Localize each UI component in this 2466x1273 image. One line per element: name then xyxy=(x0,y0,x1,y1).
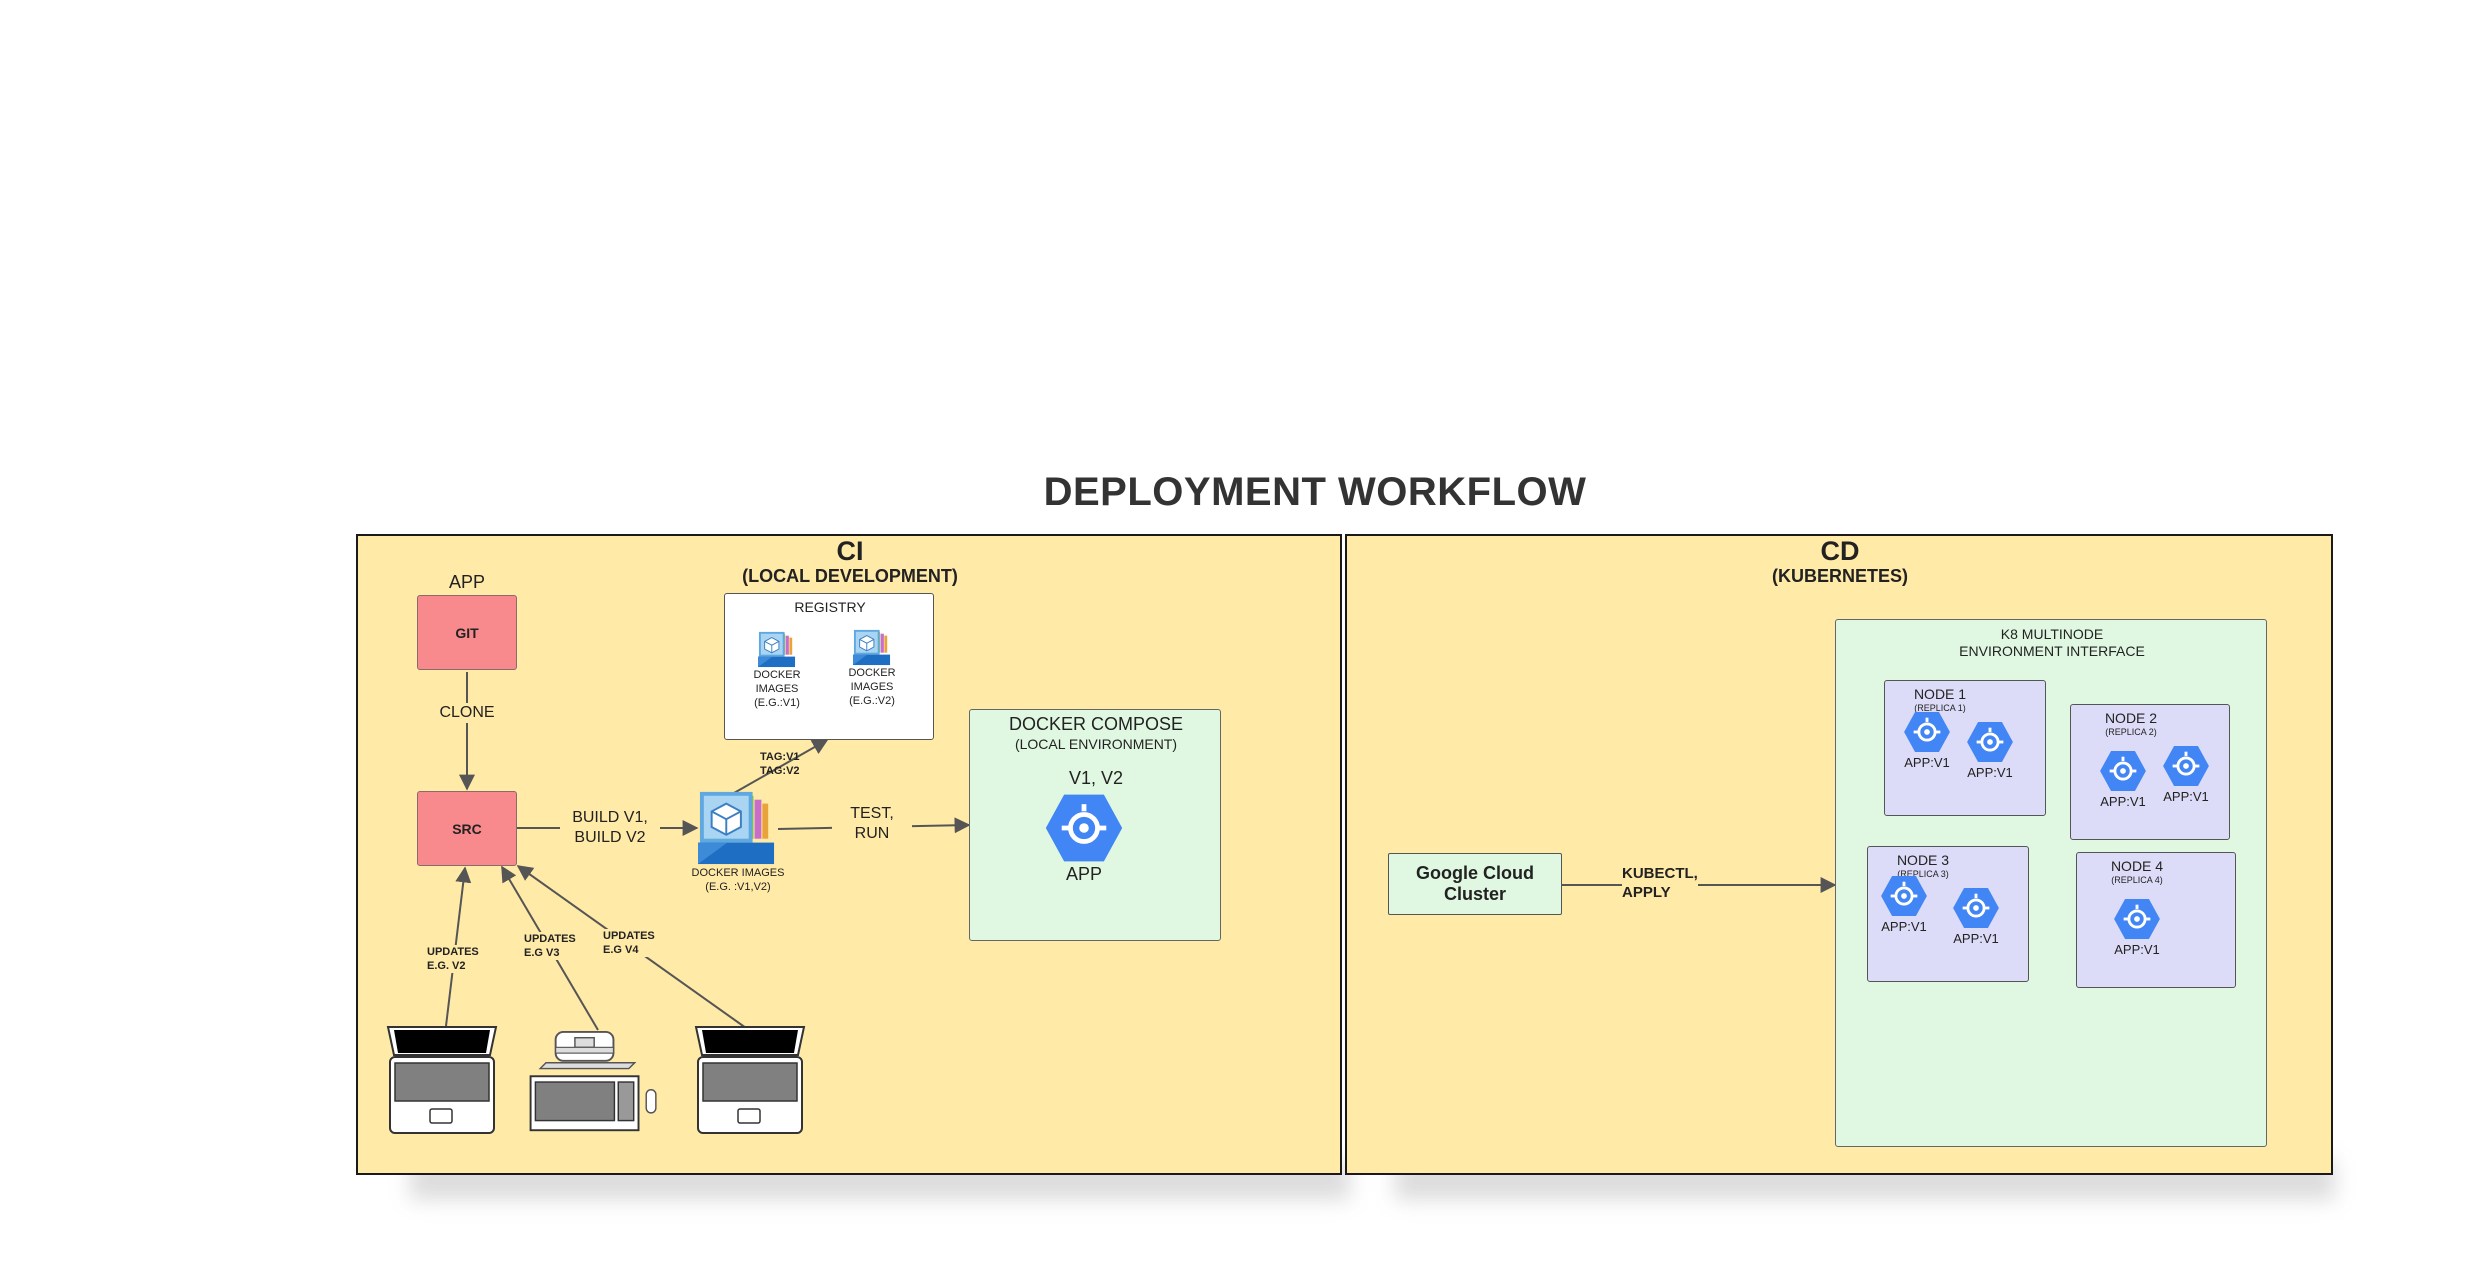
node-4-replica: (REPLICA 4) xyxy=(2111,875,2163,885)
updates-label-2-line-1: UPDATES xyxy=(524,933,576,945)
desktop-computer-icon xyxy=(526,1030,672,1136)
node-3-replica: (REPLICA 3) xyxy=(1897,869,1949,879)
node-1-box: NODE 1 (REPLICA 1) APP:V1 APP:V1 xyxy=(1884,680,2046,816)
docker-compose-title: DOCKER COMPOSE xyxy=(1008,714,1184,734)
app-hexagon-icon xyxy=(2113,898,2161,940)
laptop-icon xyxy=(688,1025,812,1135)
test-run-label: TEST, RUN xyxy=(832,804,912,844)
build-label-line-1: BUILD V1, xyxy=(572,809,648,826)
updates-label-1-line-2: E.G. V2 xyxy=(427,960,466,972)
app-hexagon-icon xyxy=(1044,793,1124,863)
build-label-line-2: BUILD V2 xyxy=(574,829,646,846)
registry-image-2: DOCKER IMAGES (E.G.:V2) xyxy=(842,628,902,708)
cluster-line-2: Cluster xyxy=(1443,884,1506,904)
updates-label-3-line-2: E.G V4 xyxy=(603,944,639,956)
node-4-name: NODE 4 xyxy=(2110,858,2164,874)
tag-label-line-1: TAG:V1 xyxy=(760,751,800,763)
registry-image-2-line-3: (E.G.:V2) xyxy=(849,695,895,707)
updates-label-3: UPDATES E.G V4 xyxy=(603,929,655,957)
tag-arrow xyxy=(733,739,829,794)
build-label: BUILD V1, BUILD V2 xyxy=(560,808,660,848)
node-3-app-2: APP:V1 xyxy=(1953,931,1999,946)
app-hexagon-icon xyxy=(1966,721,2014,763)
cluster-line-1: Google Cloud xyxy=(1416,863,1534,883)
registry-image-1-line-2: IMAGES xyxy=(755,683,799,695)
docker-image-icon xyxy=(853,628,891,666)
updates-label-1-line-1: UPDATES xyxy=(427,946,479,958)
node-4-app-1: APP:V1 xyxy=(2114,942,2160,957)
node-2-name: NODE 2 xyxy=(2104,710,2158,726)
docker-image-icon xyxy=(758,630,796,668)
node-2-replica: (REPLICA 2) xyxy=(2105,727,2157,737)
tag-label-line-2: TAG:V2 xyxy=(760,765,800,777)
k8-title-line-1: K8 MULTINODE xyxy=(2000,626,2104,642)
app-hexagon-icon xyxy=(1880,875,1928,917)
cd-subtitle: (KUBERNETES) xyxy=(1771,566,1908,586)
k8-title-line-2: ENVIRONMENT INTERFACE xyxy=(1959,643,2145,659)
updates-label-3-line-1: UPDATES xyxy=(603,930,655,942)
node-3-name: NODE 3 xyxy=(1896,852,1950,868)
updates-label-2-line-2: E.G V3 xyxy=(524,947,560,959)
node-2-app-1: APP:V1 xyxy=(2100,794,2146,809)
app-hexagon-icon xyxy=(2162,745,2210,787)
git-box: GIT xyxy=(417,595,517,670)
registry-image-2-line-1: DOCKER xyxy=(848,667,896,679)
node-3-app-1: APP:V1 xyxy=(1881,919,1927,934)
google-cloud-cluster-box: Google Cloud Cluster xyxy=(1388,853,1562,915)
laptop-icon xyxy=(380,1025,504,1135)
kubectl-label-line-2: APPLY xyxy=(1622,884,1671,901)
registry-image-2-line-2: IMAGES xyxy=(850,681,894,693)
registry-title: REGISTRY xyxy=(794,599,866,615)
docker-images-label-line-2: (E.G. :V1,V2) xyxy=(705,881,771,893)
app-hexagon-icon xyxy=(1903,711,1951,753)
ci-subtitle: (LOCAL DEVELOPMENT) xyxy=(742,566,958,586)
ci-title: CI xyxy=(836,536,864,566)
docker-compose-box: DOCKER COMPOSE (LOCAL ENVIRONMENT) V1, V… xyxy=(969,709,1221,941)
app-label: APP xyxy=(448,572,486,592)
kubectl-label-line-1: KUBECTL, xyxy=(1622,865,1698,882)
app-hexagon-icon xyxy=(2099,750,2147,792)
page-title: DEPLOYMENT WORKFLOW xyxy=(1043,470,1587,514)
docker-compose-app-label: APP xyxy=(1065,864,1103,884)
updates-label-2: UPDATES E.G V3 xyxy=(524,932,576,960)
cd-title: CD xyxy=(1820,536,1860,566)
node-2-app-2: APP:V1 xyxy=(2163,789,2209,804)
kubectl-label: KUBECTL, APPLY xyxy=(1622,864,1698,902)
registry-image-1: DOCKER IMAGES (E.G.:V1) xyxy=(747,630,807,710)
node-1-app-2: APP:V1 xyxy=(1967,765,2013,780)
node-4-box: NODE 4 (REPLICA 4) APP:V1 xyxy=(2076,852,2236,988)
docker-images-label: DOCKER IMAGES (E.G. :V1,V2) xyxy=(676,866,800,894)
test-run-label-line-1: TEST, xyxy=(850,805,894,822)
src-box: SRC xyxy=(417,791,517,866)
node-3-box: NODE 3 (REPLICA 3) APP:V1 APP:V1 xyxy=(1867,846,2029,982)
test-run-label-line-2: RUN xyxy=(854,825,890,842)
updates-label-1: UPDATES E.G. V2 xyxy=(427,945,479,973)
tag-label: TAG:V1 TAG:V2 xyxy=(760,750,800,778)
node-1-replica: (REPLICA 1) xyxy=(1914,703,1966,713)
node-1-name: NODE 1 xyxy=(1913,686,1967,702)
docker-images-icon xyxy=(698,788,776,866)
registry-image-1-line-1: DOCKER xyxy=(753,669,801,681)
registry-box: REGISTRY DOCKER IMAGES (E.G.:V1) DOCKER … xyxy=(724,593,934,740)
clone-label: CLONE xyxy=(427,703,507,723)
app-hexagon-icon xyxy=(1952,887,2000,929)
registry-image-1-line-3: (E.G.:V1) xyxy=(754,697,800,709)
node-1-app-1: APP:V1 xyxy=(1904,755,1950,770)
docker-images-label-line-1: DOCKER IMAGES xyxy=(691,867,785,879)
docker-compose-subtitle: (LOCAL ENVIRONMENT) xyxy=(1014,736,1178,752)
node-2-box: NODE 2 (REPLICA 2) APP:V1 APP:V1 xyxy=(2070,704,2230,840)
docker-compose-versions: V1, V2 xyxy=(1068,768,1124,788)
